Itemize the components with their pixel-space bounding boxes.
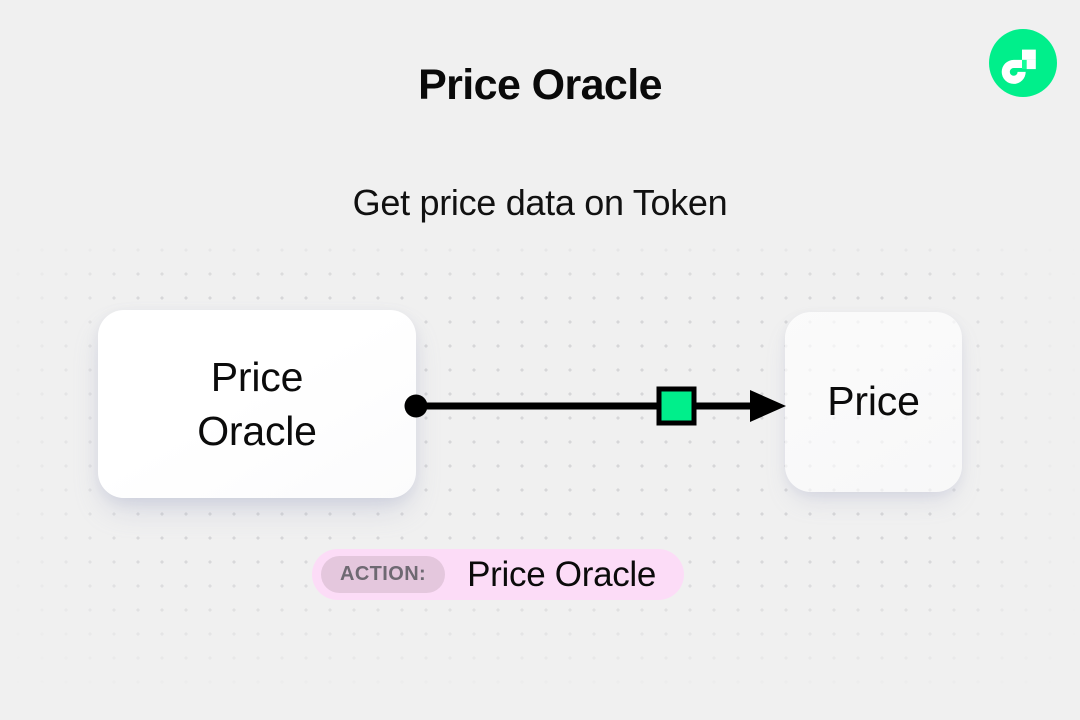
target-node-card[interactable]: Price bbox=[785, 312, 962, 492]
source-node-label: Price Oracle bbox=[197, 353, 317, 454]
edge-token-square bbox=[656, 386, 697, 426]
source-node-card[interactable]: Price Oracle bbox=[98, 310, 416, 498]
target-node-label: Price bbox=[827, 378, 920, 425]
edge-source-dot bbox=[404, 394, 428, 418]
action-value-label: Price Oracle bbox=[467, 554, 657, 594]
action-pill[interactable]: ACTION: Price Oracle bbox=[312, 549, 685, 600]
page-subtitle: Get price data on Token bbox=[352, 182, 728, 223]
flow-logo-icon bbox=[989, 29, 1057, 97]
action-tag-label: ACTION: bbox=[321, 556, 446, 593]
edge-connector[interactable] bbox=[398, 380, 794, 430]
edge-arrowhead-icon bbox=[750, 390, 786, 422]
page-title: Price Oracle bbox=[418, 61, 662, 109]
